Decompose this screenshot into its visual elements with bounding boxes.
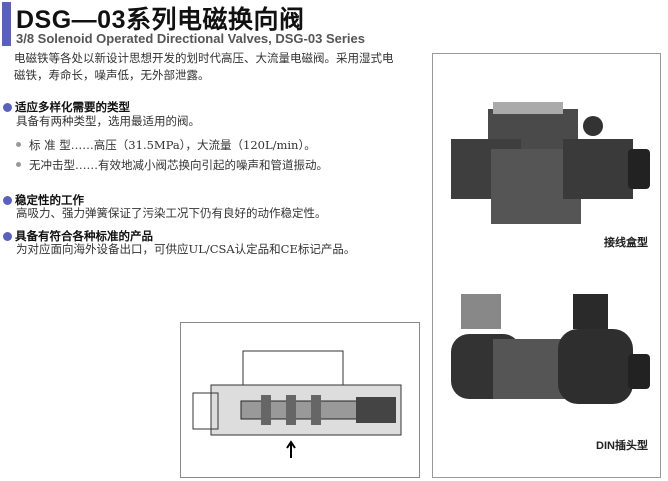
- feature-heading-3: 具备有符合各种标准的产品: [3, 228, 153, 244]
- feature-text-3: 为对应面向海外设备出口，可供应UL/CSA认定品和CE标记产品。: [16, 242, 356, 256]
- feature-text-2: 高吸力、强力弹簧保证了污染工况下仍有良好的动作稳定性。: [16, 206, 327, 220]
- feature-subitem: 无冲击型……有效地减小阀芯换向引起的噪声和管道振动。: [16, 157, 328, 174]
- product-photo-panel: 接线盒型 DIN插头型: [432, 53, 661, 478]
- small-bullet-icon: [16, 142, 21, 147]
- page-title: DSG—03系列电磁换向阀: [16, 6, 305, 34]
- feature-heading-2: 稳定性的工作: [3, 192, 84, 208]
- bullet-icon: [3, 232, 12, 241]
- intro-line-1: 电磁铁等各处以新设计思想开发的划时代高压、大流量电磁阀。采用湿式电: [14, 51, 394, 65]
- feature-heading-1: 适应多样化需要的类型: [3, 99, 130, 115]
- bullet-icon: [3, 196, 12, 205]
- caption-din-plug: DIN插头型: [596, 440, 648, 452]
- cross-section-diagram: [180, 322, 420, 478]
- title-accent-bar: [2, 2, 11, 46]
- intro-line-2: 磁铁，寿命长，噪声低，无外部泄露。: [14, 68, 210, 82]
- small-bullet-icon: [16, 162, 21, 167]
- valve-section-drawing: [192, 350, 402, 458]
- terminal-box-valve-image: [451, 102, 650, 404]
- feature-subitem: 标 准 型……高压（31.5MPa），大流量（120L/min）。: [16, 137, 316, 154]
- bullet-icon: [3, 103, 12, 112]
- feature-text-1: 具备有两种类型，选用最适用的阀。: [16, 114, 200, 128]
- page-subtitle: 3/8 Solenoid Operated Directional Valves…: [16, 31, 365, 46]
- caption-terminal-box: 接线盒型: [604, 237, 648, 249]
